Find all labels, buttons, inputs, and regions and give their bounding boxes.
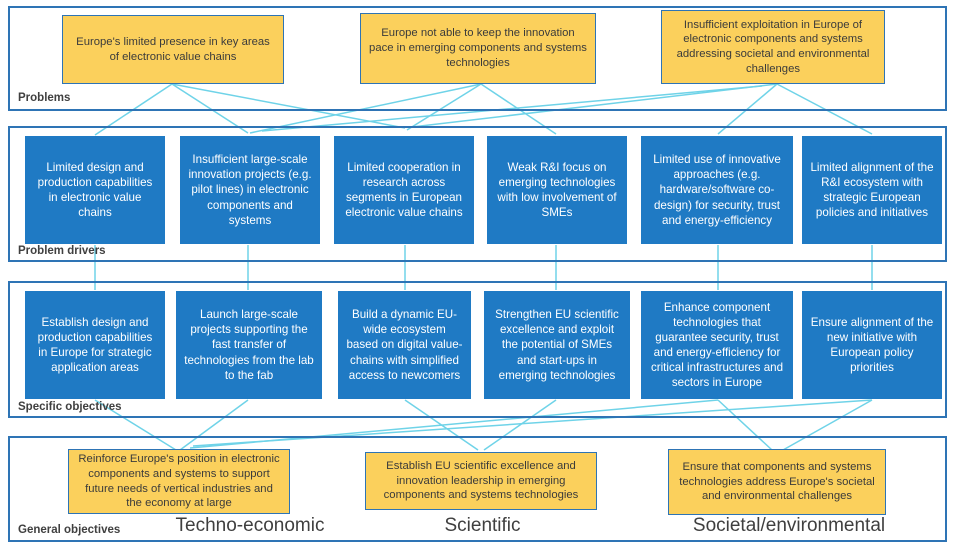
problem-box-1-text: Europe's limited presence in key areas o… [76,35,270,63]
problem-driver-box-1-text: Limited design and production capabiliti… [37,160,153,220]
problem-driver-box-4-text: Weak R&I focus on emerging technologies … [497,160,617,220]
problem-driver-box-2[interactable]: Insufficient large-scale innovation proj… [180,136,320,244]
specific-objective-box-2-text: Launch large-scale projects supporting t… [184,308,314,382]
problem-driver-box-1[interactable]: Limited design and production capabiliti… [25,136,165,244]
band-label-problems: Problems [18,92,71,104]
general-objective-box-1[interactable]: Reinforce Europe's position in electroni… [68,449,290,514]
problem-driver-box-5[interactable]: Limited use of innovative approaches (e.… [641,136,793,244]
specific-objective-box-1[interactable]: Establish design and production capabili… [25,291,165,399]
problem-driver-box-3[interactable]: Limited cooperation in research across s… [334,136,474,244]
problem-driver-box-2-text: Insufficient large-scale innovation proj… [188,153,312,227]
problem-box-1[interactable]: Europe's limited presence in key areas o… [62,15,284,84]
general-objective-box-1-text: Reinforce Europe's position in electroni… [78,453,280,510]
general-objective-box-3-text: Ensure that components and systems techn… [679,460,875,503]
specific-objective-box-4-text: Strengthen EU scientific excellence and … [495,308,619,382]
problem-box-2-text: Europe not able to keep the innovation p… [369,27,587,69]
general-objective-box-3[interactable]: Ensure that components and systems techn… [668,449,886,515]
column-caption-techno-economic: Techno-economic [175,515,325,536]
specific-objective-box-6-text: Ensure alignment of the new initiative w… [810,315,934,375]
problem-driver-box-5-text: Limited use of innovative approaches (e.… [653,153,781,227]
band-specific-objectives [8,281,947,418]
problem-box-3[interactable]: Insufficient exploitation in Europe of e… [661,10,885,84]
band-label-general-objectives: General objectives [18,524,121,536]
specific-objective-box-1-text: Establish design and production capabili… [37,315,153,375]
band-problem-drivers [8,126,947,262]
problem-box-3-text: Insufficient exploitation in Europe of e… [676,18,870,75]
column-caption-societal-environmental: Societal/environmental [692,515,886,536]
specific-objective-box-3-text: Build a dynamic EU-wide ecosystem based … [346,308,463,382]
specific-objective-box-6[interactable]: Ensure alignment of the new initiative w… [802,291,942,399]
problem-driver-box-6-text: Limited alignment of the R&I ecosystem w… [810,160,934,220]
specific-objective-box-3[interactable]: Build a dynamic EU-wide ecosystem based … [338,291,471,399]
specific-objective-box-2[interactable]: Launch large-scale projects supporting t… [176,291,322,399]
column-caption-scientific: Scientific [444,515,521,536]
general-objective-box-2-text: Establish EU scientific excellence and i… [383,459,579,502]
problem-driver-box-3-text: Limited cooperation in research across s… [345,160,463,220]
band-problems [8,6,947,111]
band-general-objectives [8,436,947,542]
band-label-problem-drivers: Problem drivers [18,245,106,257]
band-label-specific-objectives: Specific objectives [18,401,122,413]
problem-driver-box-4[interactable]: Weak R&I focus on emerging technologies … [487,136,627,244]
specific-objective-box-5-text: Enhance component technologies that guar… [650,300,784,390]
specific-objective-box-5[interactable]: Enhance component technologies that guar… [641,291,793,399]
general-objective-box-2[interactable]: Establish EU scientific excellence and i… [365,452,597,510]
specific-objective-box-4[interactable]: Strengthen EU scientific excellence and … [484,291,630,399]
problem-driver-box-6[interactable]: Limited alignment of the R&I ecosystem w… [802,136,942,244]
problem-box-2[interactable]: Europe not able to keep the innovation p… [360,13,596,84]
